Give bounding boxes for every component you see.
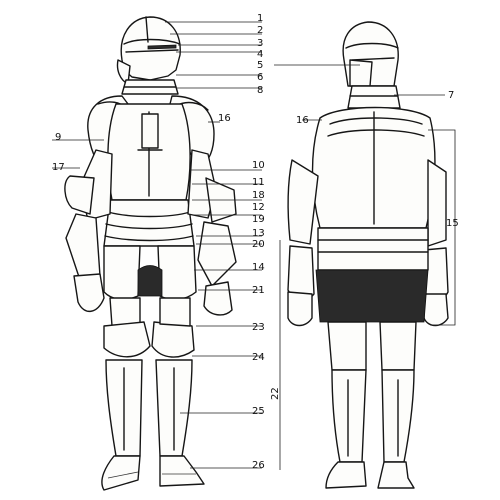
label-16-back: 16 xyxy=(296,115,309,126)
front-tasset-right xyxy=(104,246,140,299)
back-gauntlet-right xyxy=(288,292,312,326)
label-18: 18 xyxy=(252,190,265,201)
label-23: 23 xyxy=(252,322,265,333)
back-culet xyxy=(318,228,428,270)
label-19: 19 xyxy=(252,214,265,225)
label-15: 15 xyxy=(446,218,459,229)
back-cuisse-left xyxy=(380,322,416,370)
front-couter-right xyxy=(65,176,94,214)
armor-back-view xyxy=(288,22,448,488)
label-24: 24 xyxy=(252,352,265,363)
front-visor-slit xyxy=(148,45,176,49)
back-mail-skirt xyxy=(316,270,428,322)
label-26: 26 xyxy=(252,460,265,471)
label-17: 17 xyxy=(52,162,65,173)
back-arm-right xyxy=(288,160,318,244)
label-25: 25 xyxy=(252,406,265,417)
front-mail-skirt xyxy=(138,266,162,297)
label-1: 1 xyxy=(257,13,263,24)
front-gauntlet-right xyxy=(74,274,104,311)
front-tasset-left xyxy=(158,246,196,299)
label-6: 6 xyxy=(257,72,263,83)
label-12: 12 xyxy=(252,202,265,213)
label-22: 22 xyxy=(270,387,281,400)
label-20: 20 xyxy=(252,239,265,250)
back-sabaton-right xyxy=(326,462,366,488)
back-vambrace-right xyxy=(288,246,314,300)
label-13: 13 xyxy=(252,228,265,239)
front-poleyn-left xyxy=(152,322,194,357)
label-9: 9 xyxy=(55,132,61,143)
label-7: 7 xyxy=(448,90,454,101)
front-cuisse-left xyxy=(160,298,190,326)
front-poleyn-right xyxy=(104,322,150,357)
label-10: 10 xyxy=(252,160,265,171)
label-5: 5 xyxy=(257,60,263,71)
label-3: 3 xyxy=(257,38,263,49)
label-21: 21 xyxy=(252,285,265,296)
back-cuisse-right xyxy=(328,322,366,370)
back-gorget xyxy=(348,86,400,108)
back-gauntlet-left xyxy=(424,294,448,326)
back-arm-left xyxy=(428,160,446,246)
front-vambrace-left xyxy=(198,222,236,286)
label-4: 4 xyxy=(257,49,263,60)
back-sabaton-left xyxy=(378,462,414,488)
label-14: 14 xyxy=(252,262,265,273)
label-16-front: 16 xyxy=(218,113,231,124)
front-cuisse-right xyxy=(110,298,140,326)
front-sabaton-left xyxy=(160,456,204,486)
back-greave-right xyxy=(332,370,366,462)
label-2: 2 xyxy=(257,25,263,36)
label-11: 11 xyxy=(252,177,265,188)
label-8: 8 xyxy=(257,85,263,96)
front-gauntlet-left xyxy=(204,282,232,315)
front-vambrace-right xyxy=(66,214,100,280)
